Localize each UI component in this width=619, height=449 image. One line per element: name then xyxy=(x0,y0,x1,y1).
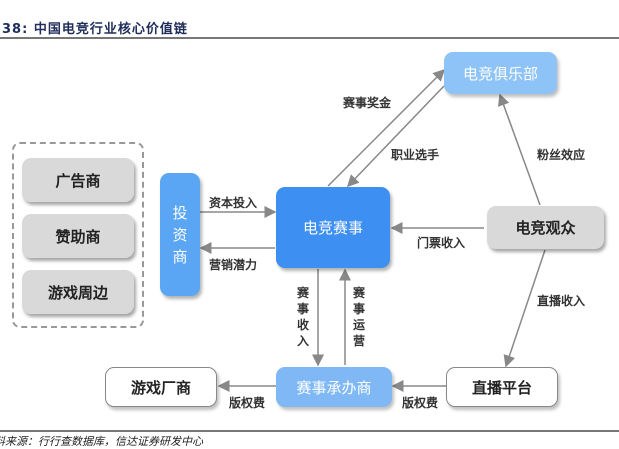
label-prize: 赛事奖金 xyxy=(343,96,392,110)
node-publisher: 游戏厂商 xyxy=(105,367,217,407)
arrow-audience-to-club xyxy=(497,93,541,206)
arrow-audience-to-platform xyxy=(503,249,546,368)
label-fan-effect: 粉丝效应 xyxy=(537,148,586,162)
node-organizer: 赛事承办商 xyxy=(276,367,392,407)
advertiser-group xyxy=(12,142,144,328)
node-advertiser: 广告商 xyxy=(22,158,134,202)
label-players: 职业选手 xyxy=(391,148,440,162)
node-sponsor: 赞助商 xyxy=(22,214,134,258)
node-club: 电竞俱乐部 xyxy=(444,52,557,94)
label-license-fee-platform: 版权费 xyxy=(402,396,439,410)
label-license-fee-publisher: 版权费 xyxy=(229,396,266,410)
node-investor: 投资商 xyxy=(160,173,200,296)
label-stream-income: 直播收入 xyxy=(537,294,586,308)
node-event: 电竞赛事 xyxy=(276,187,390,268)
label-tickets: 门票收入 xyxy=(417,236,466,250)
label-marketing: 营销潜力 xyxy=(209,258,258,272)
top-divider xyxy=(0,37,619,39)
bottom-divider xyxy=(0,430,619,432)
node-platform: 直播平台 xyxy=(446,367,558,407)
node-audience: 电竞观众 xyxy=(487,206,604,249)
arrow-event-to-club xyxy=(327,68,446,187)
figure-title: 38: 中国电竞行业核心价值链 xyxy=(2,22,188,37)
label-capital: 资本投入 xyxy=(209,196,258,210)
node-peripheral: 游戏周边 xyxy=(22,270,134,314)
source-note: 料来源：行行查数据库，信达证券研发中心 xyxy=(0,435,203,448)
label-event-income: 赛事收入 xyxy=(296,286,309,348)
arrow-club-to-event xyxy=(346,85,445,188)
label-event-ops: 赛事运营 xyxy=(352,286,365,348)
